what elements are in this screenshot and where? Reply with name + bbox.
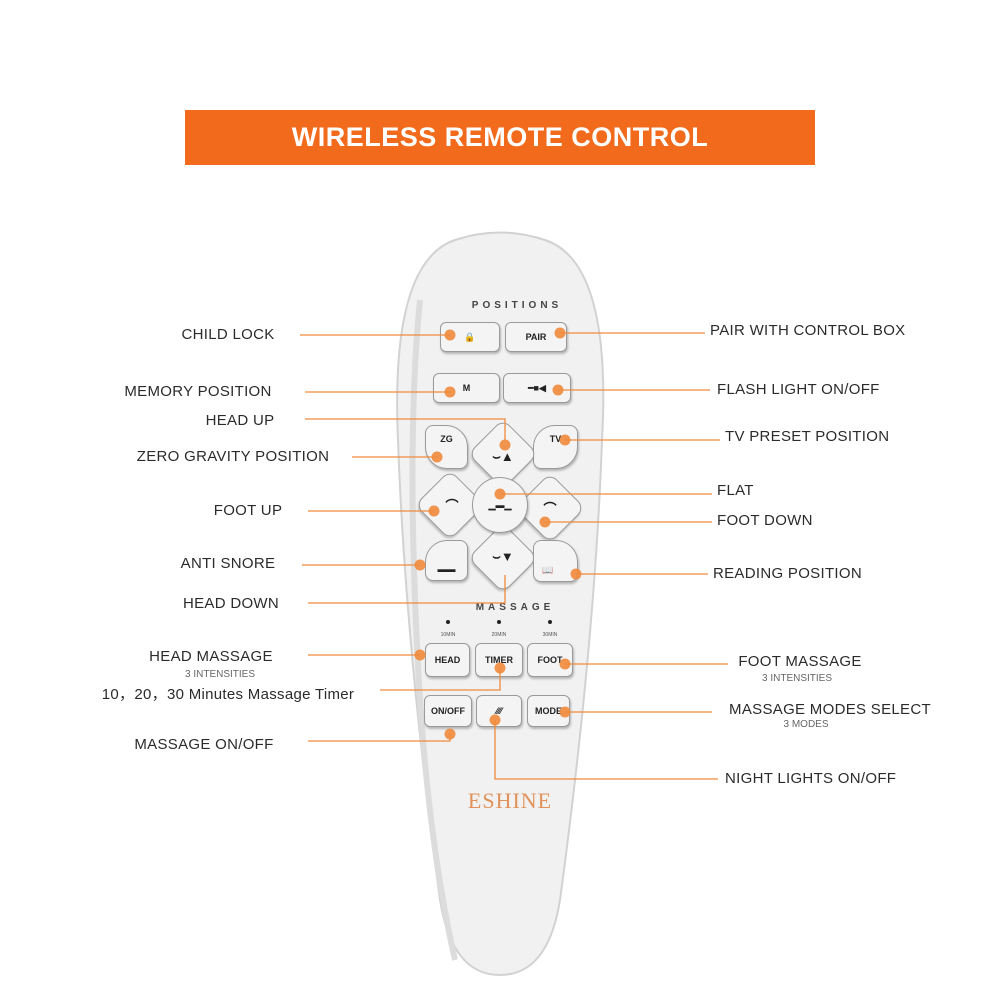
label-timer: 10，20，30 Minutes Massage Timer (101, 686, 355, 703)
flat-bed-icon: ▁▬▁ (488, 499, 512, 510)
callout-dot (444, 329, 456, 341)
timer-led-30 (548, 620, 552, 624)
label-tv: TV PRESET POSITION (725, 428, 890, 445)
massage-heading: MASSAGE (475, 602, 555, 613)
label-foot-up: FOOT UP (213, 502, 283, 519)
callout-dot (444, 728, 456, 740)
callout-dot (414, 559, 426, 571)
label-zero-gravity: ZERO GRAVITY POSITION (136, 448, 330, 465)
zero-gravity-button[interactable]: ZG (425, 425, 468, 469)
label-pair: PAIR WITH CONTROL BOX (710, 322, 906, 339)
label-head-massage-sub: 3 INTENSITIES (184, 669, 256, 680)
foot-down-icon: ⌒ (543, 501, 557, 517)
callout-dot (494, 488, 506, 500)
label-memory: MEMORY POSITION (124, 383, 272, 400)
positions-heading: POSITIONS (471, 300, 563, 311)
book-icon: 📖 (542, 565, 554, 575)
timer-led-10 (446, 620, 450, 624)
callout-dot (414, 649, 426, 661)
timer-mark-30: 30MIN (542, 632, 558, 638)
callout-dot (570, 568, 582, 580)
flashlight-icon: ━■◀ (528, 382, 546, 393)
callout-dot (559, 434, 571, 446)
label-head-up: HEAD UP (205, 412, 275, 429)
label-flash: FLASH LIGHT ON/OFF (717, 381, 880, 398)
night-light-icon: ⁄⁄⁄⁄ (495, 706, 502, 716)
night-light-button[interactable]: ⁄⁄⁄⁄ (476, 695, 522, 727)
label-modes-sub: 3 MODES (783, 719, 829, 730)
foot-up-icon: ⌒ (445, 498, 459, 514)
callout-dot (489, 714, 501, 726)
label-anti-snore: ANTI SNORE (180, 555, 276, 572)
head-up-icon: ⌣▲ (492, 449, 514, 464)
timer-led-20 (497, 620, 501, 624)
head-massage-button[interactable]: HEAD (425, 643, 470, 677)
label-night-lights: NIGHT LIGHTS ON/OFF (725, 770, 897, 787)
label-head-down: HEAD DOWN (182, 595, 280, 612)
memory-button[interactable]: M (433, 373, 500, 403)
anti-snore-icon: ▬▬ (437, 564, 456, 574)
brand-logo: ESHINE (467, 788, 553, 813)
callout-dot (559, 658, 571, 670)
label-foot-massage-sub: 3 INTENSITIES (761, 673, 833, 684)
label-child-lock: CHILD LOCK (181, 326, 275, 343)
lock-icon: 🔒 (464, 331, 476, 342)
label-foot-down: FOOT DOWN (717, 512, 813, 529)
head-down-icon: ⌣▼ (492, 549, 514, 564)
callout-dot (428, 505, 440, 517)
label-flat: FLAT (717, 482, 754, 499)
timer-button[interactable]: TIMER (475, 643, 523, 677)
anti-snore-button[interactable]: ▬▬ (425, 540, 468, 581)
callout-dot (552, 384, 564, 396)
label-modes: MASSAGE MODES SELECT (729, 701, 931, 718)
callout-dot (539, 516, 551, 528)
title-banner: WIRELESS REMOTE CONTROL (185, 110, 815, 165)
callout-dot (444, 386, 456, 398)
callout-dot (494, 662, 506, 674)
callout-dot (431, 451, 443, 463)
label-head-massage: HEAD MASSAGE (149, 648, 273, 665)
massage-onoff-button[interactable]: ON/OFF (424, 695, 472, 727)
timer-mark-10: 10MIN (440, 632, 456, 638)
flat-button[interactable]: ▁▬▁ (472, 477, 528, 533)
callout-dot (559, 706, 571, 718)
callout-dot (554, 327, 566, 339)
label-foot-massage: FOOT MASSAGE (738, 653, 862, 670)
tv-button[interactable]: TV (533, 425, 578, 469)
callout-dot (499, 439, 511, 451)
label-reading: READING POSITION (713, 565, 862, 582)
timer-mark-20: 20MIN (491, 632, 507, 638)
label-massage-onoff: MASSAGE ON/OFF (134, 736, 274, 753)
